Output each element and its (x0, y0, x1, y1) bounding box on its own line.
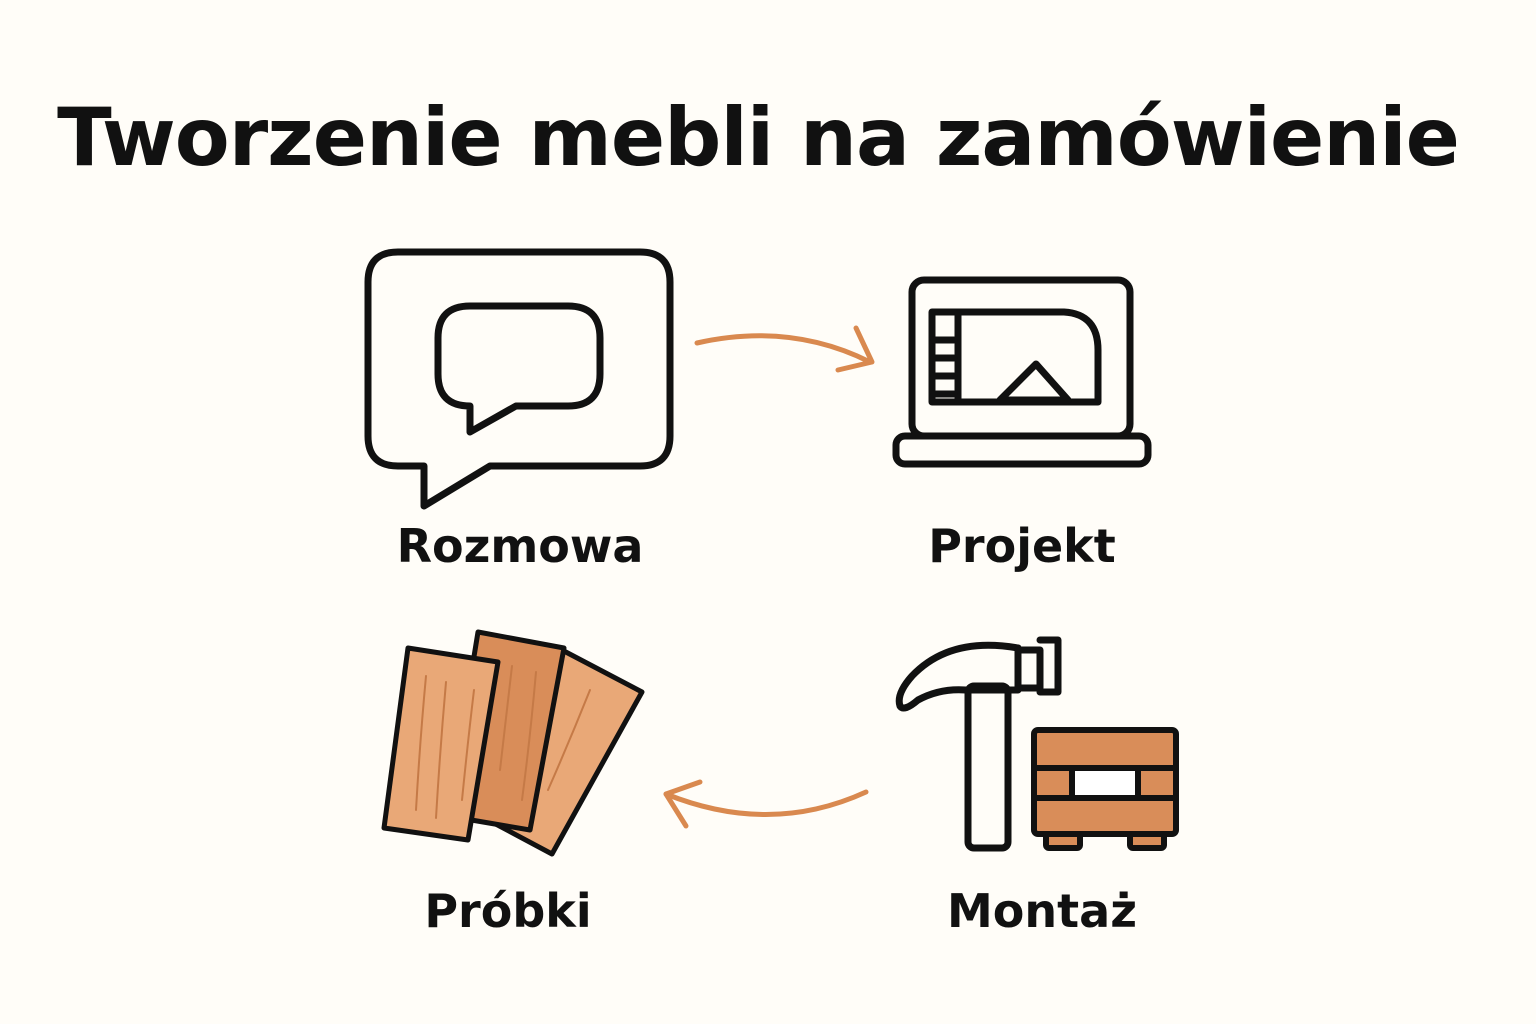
step-label-montaz: Montaż (947, 884, 1137, 938)
step-label-probki: Próbki (424, 884, 592, 938)
arrow-right-icon (694, 325, 875, 373)
speech-bubble-icon (364, 248, 674, 510)
hammer-crate-icon (895, 636, 1179, 852)
step-label-projekt: Projekt (928, 519, 1116, 573)
wood-samples-icon (381, 629, 645, 857)
page-title: Tworzenie mebli na zamówienie (57, 91, 1460, 184)
arrow-left-icon (663, 779, 869, 829)
step-label-rozmowa: Rozmowa (396, 519, 644, 573)
laptop-design-icon (892, 276, 1152, 468)
